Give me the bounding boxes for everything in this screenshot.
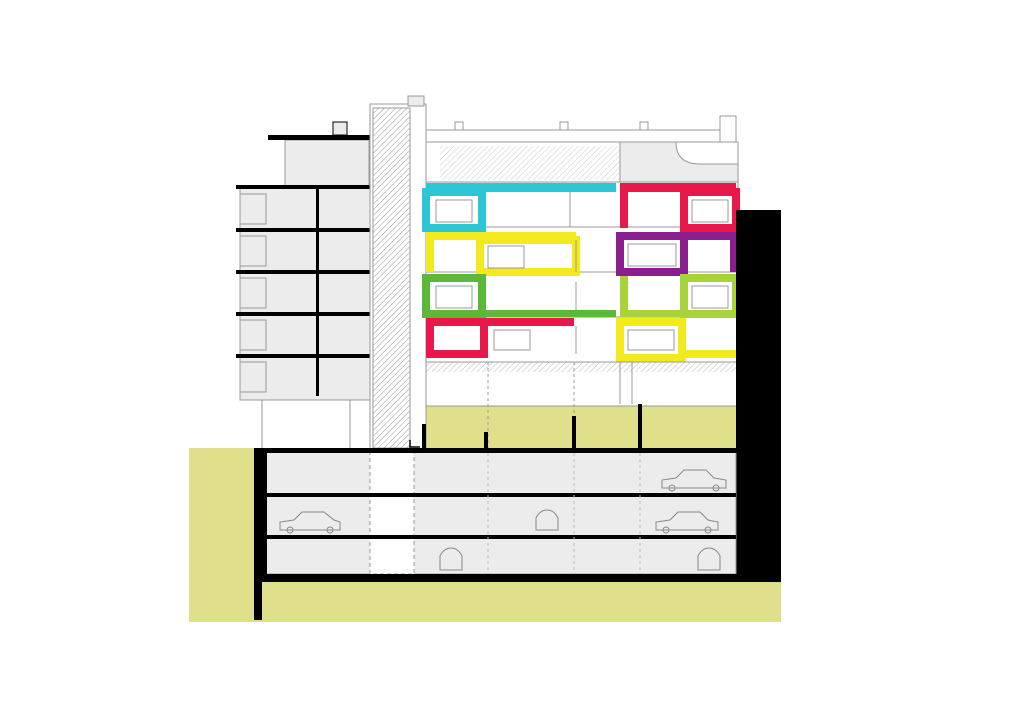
courtyard-garden	[426, 404, 736, 450]
module-cyan	[426, 183, 616, 192]
stair-core-top	[407, 95, 425, 107]
basement-left-wall	[262, 448, 267, 582]
car-side-3	[655, 511, 719, 531]
module-red-top	[620, 183, 736, 192]
module-yellow-1	[616, 318, 686, 362]
left-wing-roof-slab	[268, 135, 370, 140]
right-block	[422, 115, 740, 448]
module-green	[422, 274, 486, 318]
parked-cars	[279, 469, 727, 571]
left-wing-slabs	[236, 185, 370, 358]
car-side-1	[661, 469, 727, 489]
left-wing-columns	[316, 189, 319, 396]
right-block-roof-curve	[619, 141, 739, 183]
module-lime	[620, 276, 628, 317]
floor-4-modules	[422, 183, 740, 232]
module-red-1	[426, 318, 574, 326]
left-wing-floors	[239, 185, 371, 401]
car-front-2	[439, 547, 463, 571]
basement-slabs	[262, 448, 738, 582]
left-wing-penthouse	[284, 139, 370, 187]
left-wing-roof-parapet	[332, 121, 348, 136]
car-side-2	[279, 511, 341, 531]
left-wing	[236, 121, 371, 448]
basement-fill	[265, 451, 737, 575]
foundation-pile	[254, 448, 262, 620]
basement-parking	[254, 448, 738, 620]
stair-core	[369, 95, 427, 451]
car-front-1	[535, 509, 559, 531]
ground-floor-posts	[422, 404, 642, 450]
floor-1-modules	[426, 318, 736, 362]
ground-bottom	[189, 582, 781, 622]
stair-core-treads	[372, 107, 411, 449]
module-purple	[616, 232, 688, 276]
retaining-wall-right	[736, 210, 781, 582]
floor-3-modules	[426, 232, 736, 276]
basement-core-shaft	[369, 451, 415, 575]
ground-fill	[189, 404, 781, 622]
car-front-3	[697, 547, 721, 571]
left-wing-windows	[239, 193, 267, 393]
right-block-windows	[435, 199, 729, 351]
right-block-roof	[425, 129, 722, 143]
right-block-top-rooms	[440, 146, 620, 180]
